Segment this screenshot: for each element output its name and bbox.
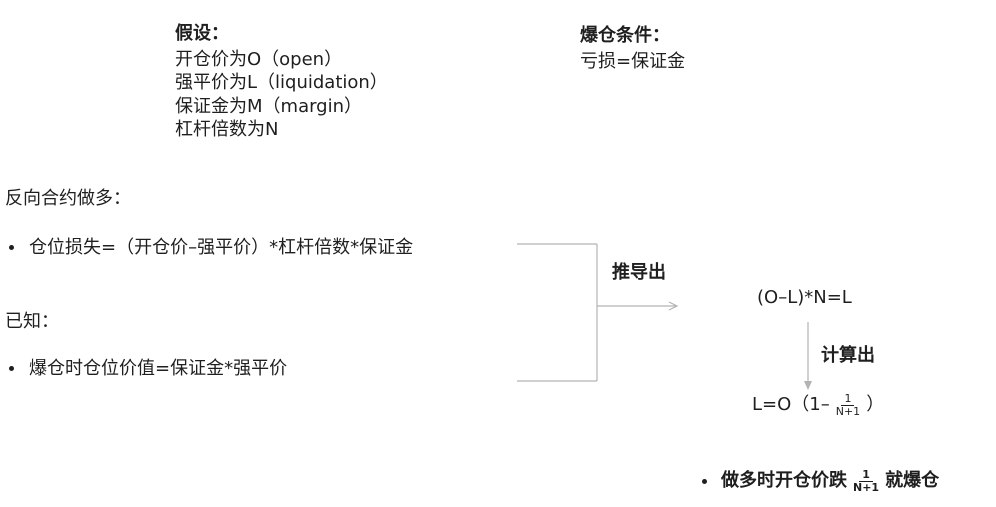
conclusion-denominator: N+1 (853, 480, 880, 494)
liquidation-condition-block: 爆仓条件： 亏损=保证金 (580, 24, 685, 73)
compute-label: 计算出 (821, 345, 875, 366)
assumption-leverage: 杠杆倍数为N (175, 119, 279, 140)
derive-arrow-head (668, 301, 679, 311)
result-denominator: N+1 (835, 404, 861, 418)
bullet-dot (9, 366, 14, 371)
result-suffix: ） (866, 394, 885, 416)
compute-arrow-head (804, 381, 812, 390)
derived-equation: (O–L)*N=L (757, 287, 852, 308)
position-loss-text: 仓位损失=（开仓价–强平价）*杠杆倍数*保证金 (29, 236, 414, 258)
conclusion-numerator: 1 (859, 468, 873, 482)
assumption-liquidation-price: 强平价为L（liquidation） (175, 72, 388, 93)
result-fraction: 1 N+1 (833, 392, 863, 418)
assumption-open-price: 开仓价为O（open） (175, 48, 343, 70)
inverse-long-heading: 反向合约做多： (5, 188, 131, 209)
position-value-bullet: 爆仓时仓位价值=保证金*强平价 (9, 357, 287, 380)
liquidation-condition-text: 亏损=保证金 (580, 50, 686, 72)
conclusion-prefix: 做多时开仓价跌 (721, 470, 847, 492)
derive-label: 推导出 (612, 262, 666, 283)
position-loss-bullet: 仓位损失=（开仓价–强平价）*杠杆倍数*保证金 (9, 236, 413, 259)
result-equation: L=O（1– 1 N+1 ） (752, 391, 884, 419)
known-heading: 已知： (5, 311, 59, 332)
assumption-margin: 保证金为M（margin） (175, 95, 363, 117)
assumptions-block: 假设： 开仓价为O（open） 强平价为L（liquidation） 保证金为M… (175, 22, 388, 142)
conclusion-suffix: 就爆仓 (885, 470, 940, 492)
assumptions-heading: 假设： (175, 23, 229, 44)
liquidation-condition-heading: 爆仓条件： (580, 25, 670, 46)
bullet-dot (9, 245, 14, 250)
result-prefix: L=O（1– (752, 394, 830, 416)
bullet-dot (702, 478, 707, 484)
conclusion-bullet: 做多时开仓价跌 1 N+1 就爆仓 (702, 466, 939, 496)
result-numerator: 1 (841, 392, 855, 406)
position-value-text: 爆仓时仓位价值=保证金*强平价 (29, 357, 288, 379)
conclusion-fraction: 1 N+1 (850, 468, 882, 494)
